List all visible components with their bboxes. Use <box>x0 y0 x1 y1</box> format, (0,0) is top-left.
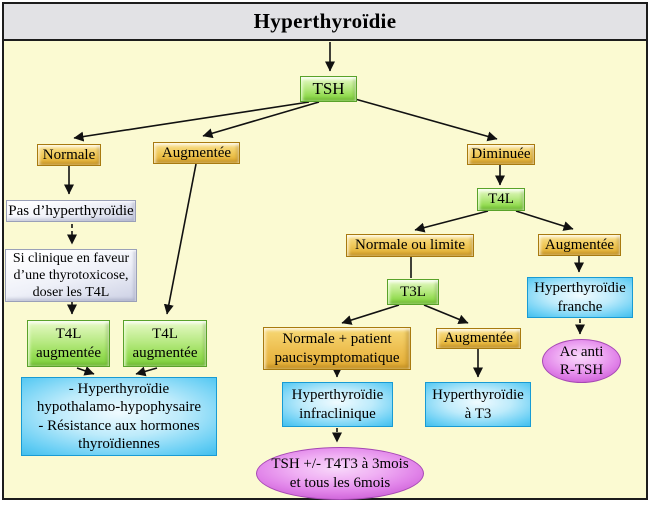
title-bar: Hyperthyroïdie <box>4 4 646 41</box>
node-pas-hyperthyroidie: Pas d’hyperthyroïdie <box>6 200 136 222</box>
node-t4l-augmentee-gauche: T4L augmentée <box>27 320 110 367</box>
node-hyperthyroidie-a-t3: Hyperthyroïdie à T3 <box>425 382 531 427</box>
node-normale-patient: Normale + patient paucisymptomatique <box>263 327 411 370</box>
node-augmentee-t3l: Augmentée <box>436 328 521 349</box>
node-hyperthyroidie-franche: Hyperthyroïdie franche <box>527 277 633 318</box>
node-t3l: T3L <box>387 279 439 305</box>
node-normale: Normale <box>37 144 101 166</box>
node-suivi-tsh: TSH +/- T4T3 à 3mois et tous les 6mois <box>256 447 424 500</box>
node-diminuee: Diminuée <box>467 144 535 165</box>
node-ac-anti-rtsh: Ac anti R-TSH <box>542 339 621 383</box>
node-t4l: T4L <box>477 188 525 211</box>
node-t4l-augmentee-droite: T4L augmentée <box>123 320 207 367</box>
node-hyperthyroidie-infraclinique: Hyperthyroïdie infraclinique <box>282 382 393 427</box>
node-tsh: TSH <box>300 76 357 102</box>
node-augmentee-tsh: Augmentée <box>153 142 240 164</box>
node-hyperthyroidie-centrale: - Hyperthyroïdie hypothalamo-hypophysair… <box>21 377 217 456</box>
page-title: Hyperthyroïdie <box>253 9 397 33</box>
node-normale-ou-limite: Normale ou limite <box>346 234 474 257</box>
node-augmentee-t4l: Augmentée <box>538 234 621 256</box>
node-si-clinique: Si clinique en faveur d’une thyrotoxicos… <box>5 249 137 302</box>
